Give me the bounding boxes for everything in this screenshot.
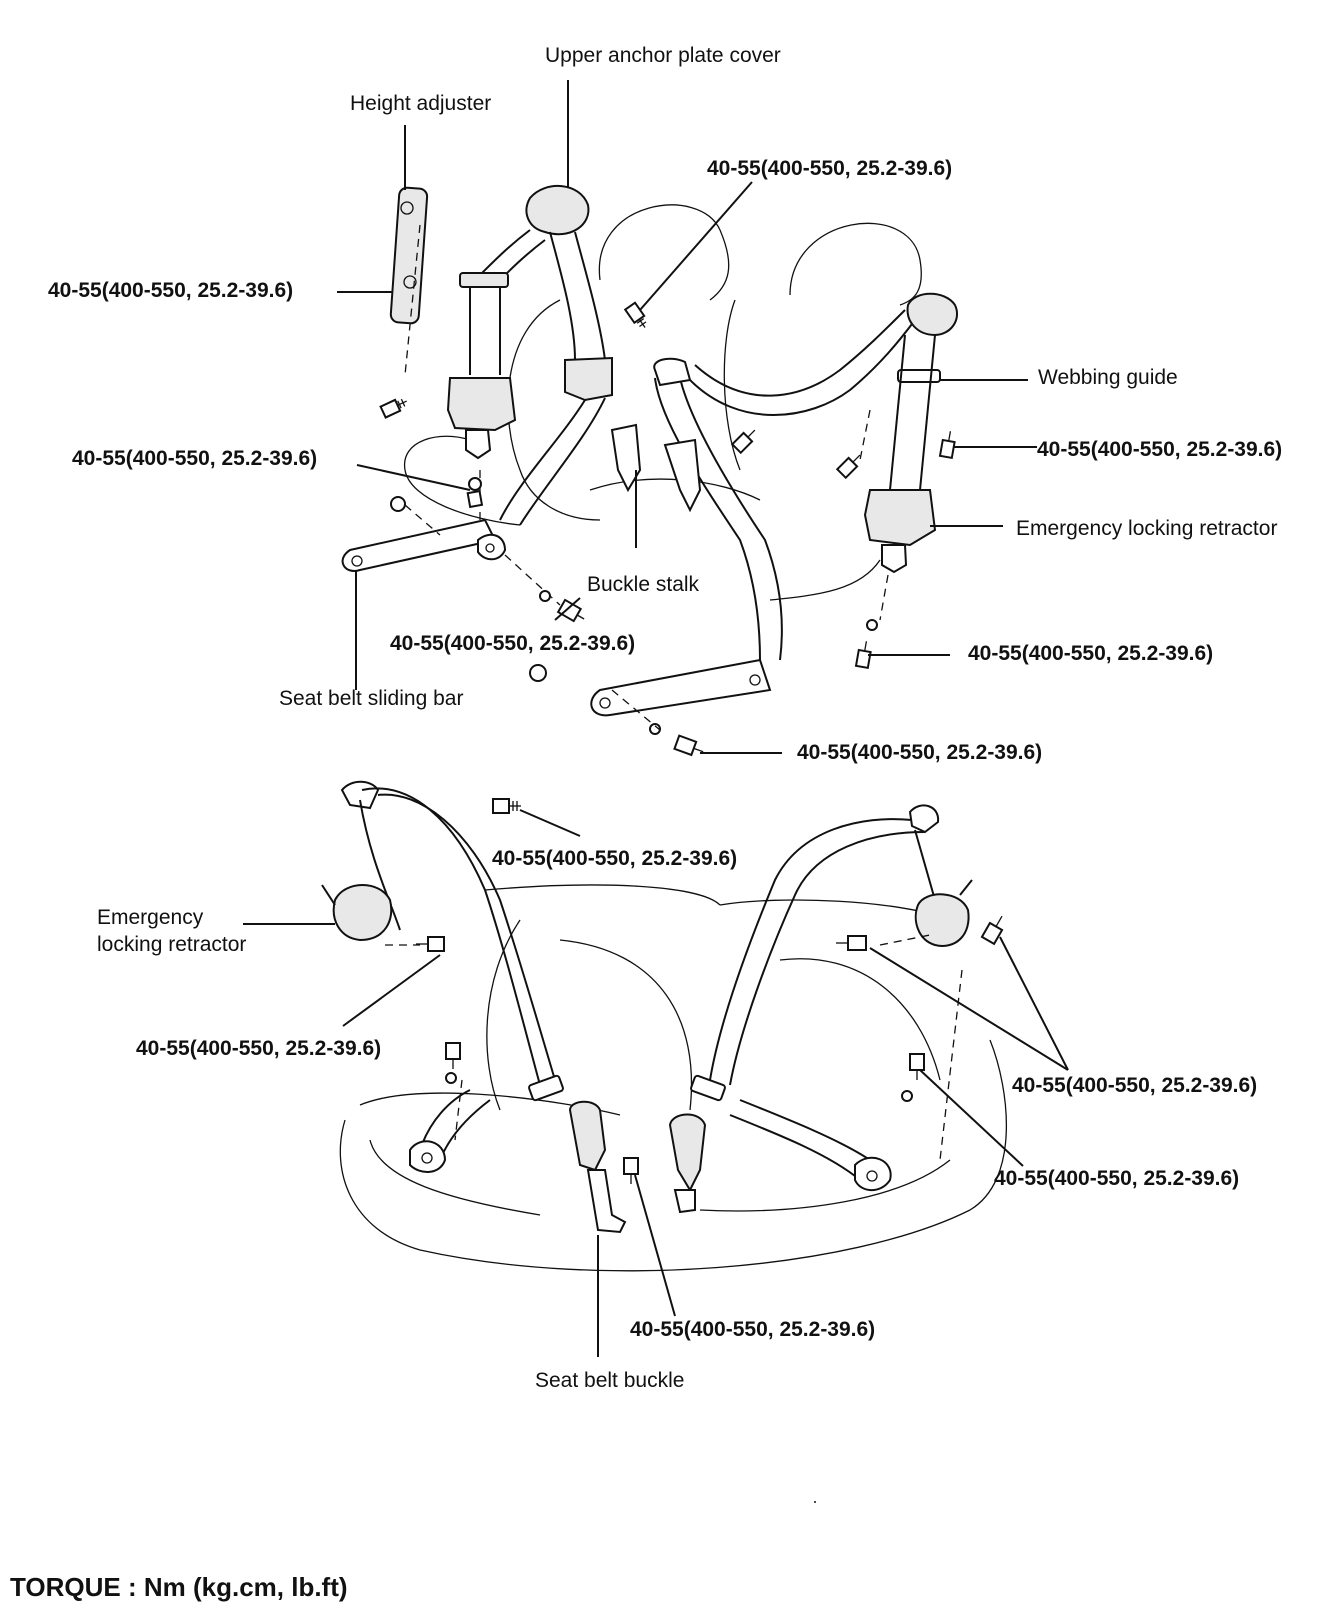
buckle-stalk-label: Buckle stalk bbox=[587, 573, 700, 596]
rear-buckles bbox=[568, 1100, 707, 1234]
rear-left-seat-belt bbox=[321, 780, 564, 1173]
torque-label-buckle-stalk: 40-55(400-550, 25.2-39.6) bbox=[390, 632, 636, 655]
rear-bolts bbox=[416, 798, 1004, 1184]
emergency-locking-retractor-front-label: Emergency locking retractor bbox=[1016, 517, 1278, 540]
torque-label-front-right-retractor: 40-55(400-550, 25.2-39.6) bbox=[1037, 438, 1283, 461]
front-right-bolts bbox=[730, 429, 956, 670]
specks bbox=[814, 1501, 816, 1503]
torque-label-rear-buckle: 40-55(400-550, 25.2-39.6) bbox=[630, 1318, 876, 1341]
leader-lines bbox=[243, 80, 1069, 1357]
rear-right-seat-belt bbox=[690, 804, 973, 1192]
emergency-locking-retractor-rear-label-line1: Emergency bbox=[97, 906, 204, 929]
torque-label-rear-upper-anchor: 40-55(400-550, 25.2-39.6) bbox=[492, 847, 738, 870]
front-left-seat-belt bbox=[341, 185, 613, 606]
torque-label-height-adjuster: 40-55(400-550, 25.2-39.6) bbox=[48, 279, 294, 302]
front-right-seat-belt bbox=[590, 292, 958, 731]
height-adjuster-label: Height adjuster bbox=[350, 92, 492, 115]
torque-label-rear-right-lower: 40-55(400-550, 25.2-39.6) bbox=[994, 1167, 1240, 1190]
torque-label-rear-right-retractor: 40-55(400-550, 25.2-39.6) bbox=[1012, 1074, 1258, 1097]
torque-label-front-right-lower: 40-55(400-550, 25.2-39.6) bbox=[968, 642, 1214, 665]
seat-belt-buckle-label: Seat belt buckle bbox=[535, 1369, 685, 1392]
torque-label-rear-left-retractor: 40-55(400-550, 25.2-39.6) bbox=[136, 1037, 382, 1060]
emergency-locking-retractor-rear-label-line2: locking retractor bbox=[97, 933, 247, 956]
torque-units-footer: TORQUE : Nm (kg.cm, lb.ft) bbox=[10, 1572, 348, 1602]
torque-label-upper-anchor: 40-55(400-550, 25.2-39.6) bbox=[707, 157, 953, 180]
upper-anchor-plate-cover-label: Upper anchor plate cover bbox=[545, 44, 781, 67]
front-seats-outline bbox=[404, 204, 922, 601]
webbing-guide-label: Webbing guide bbox=[1038, 366, 1178, 389]
torque-label-sliding-bar: 40-55(400-550, 25.2-39.6) bbox=[797, 741, 1043, 764]
seat-belt-sliding-bar-label: Seat belt sliding bar bbox=[279, 687, 464, 710]
torque-label-front-left-lower: 40-55(400-550, 25.2-39.6) bbox=[72, 447, 318, 470]
